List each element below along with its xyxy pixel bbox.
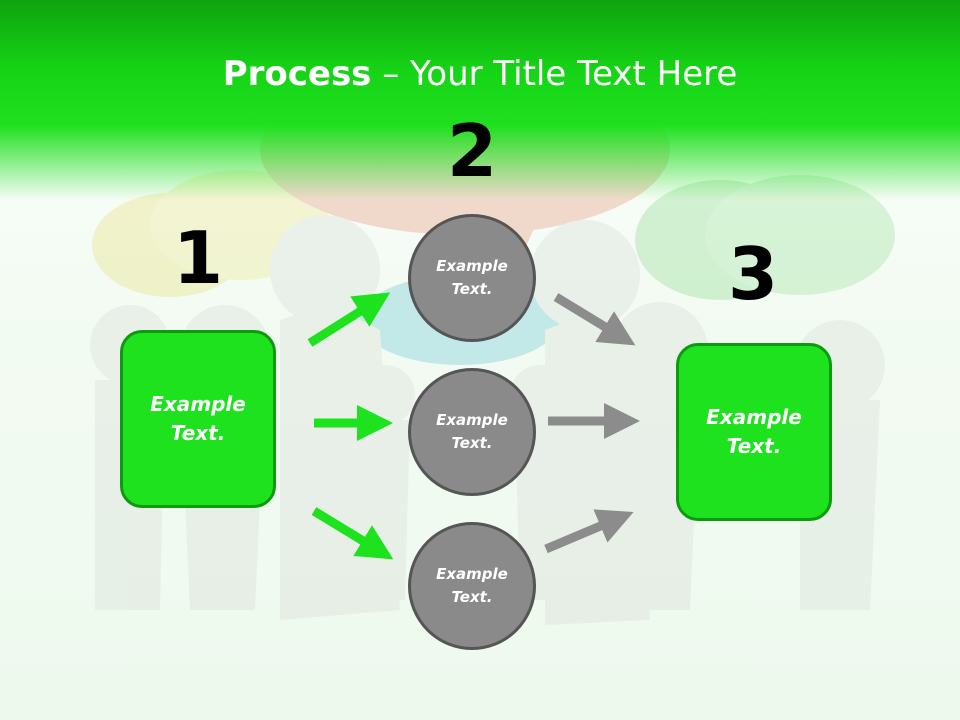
step-1-text: Example Text. (150, 392, 246, 445)
step-number-2: 2 (446, 109, 498, 193)
slide-title: Process – Your Title Text Here (0, 52, 960, 96)
circle-bottom: Example Text. (408, 522, 536, 650)
green-speech-bubble (635, 180, 805, 300)
step-1-box: Example Text. (120, 330, 276, 508)
step-number-3: 3 (727, 232, 779, 316)
step-3-text: Example Text. (706, 405, 802, 458)
green-arrow-up (307, 292, 391, 347)
circle-bottom-text: Example Text. (436, 565, 508, 606)
step-3-box: Example Text. (676, 343, 832, 521)
gray-arrow-up (544, 509, 634, 554)
step-number-1: 1 (172, 216, 224, 300)
header-band (0, 0, 960, 200)
circle-top: Example Text. (408, 214, 536, 342)
gray-arrow-down (553, 293, 636, 346)
title-bold: Process (222, 54, 372, 94)
yellow-speech-bubble (92, 193, 248, 297)
circle-middle: Example Text. (408, 368, 536, 496)
circle-top-text: Example Text. (436, 257, 508, 298)
green-arrow-down (311, 507, 394, 560)
title-rest: – Your Title Text Here (371, 54, 738, 94)
circle-middle-text: Example Text. (436, 411, 508, 452)
